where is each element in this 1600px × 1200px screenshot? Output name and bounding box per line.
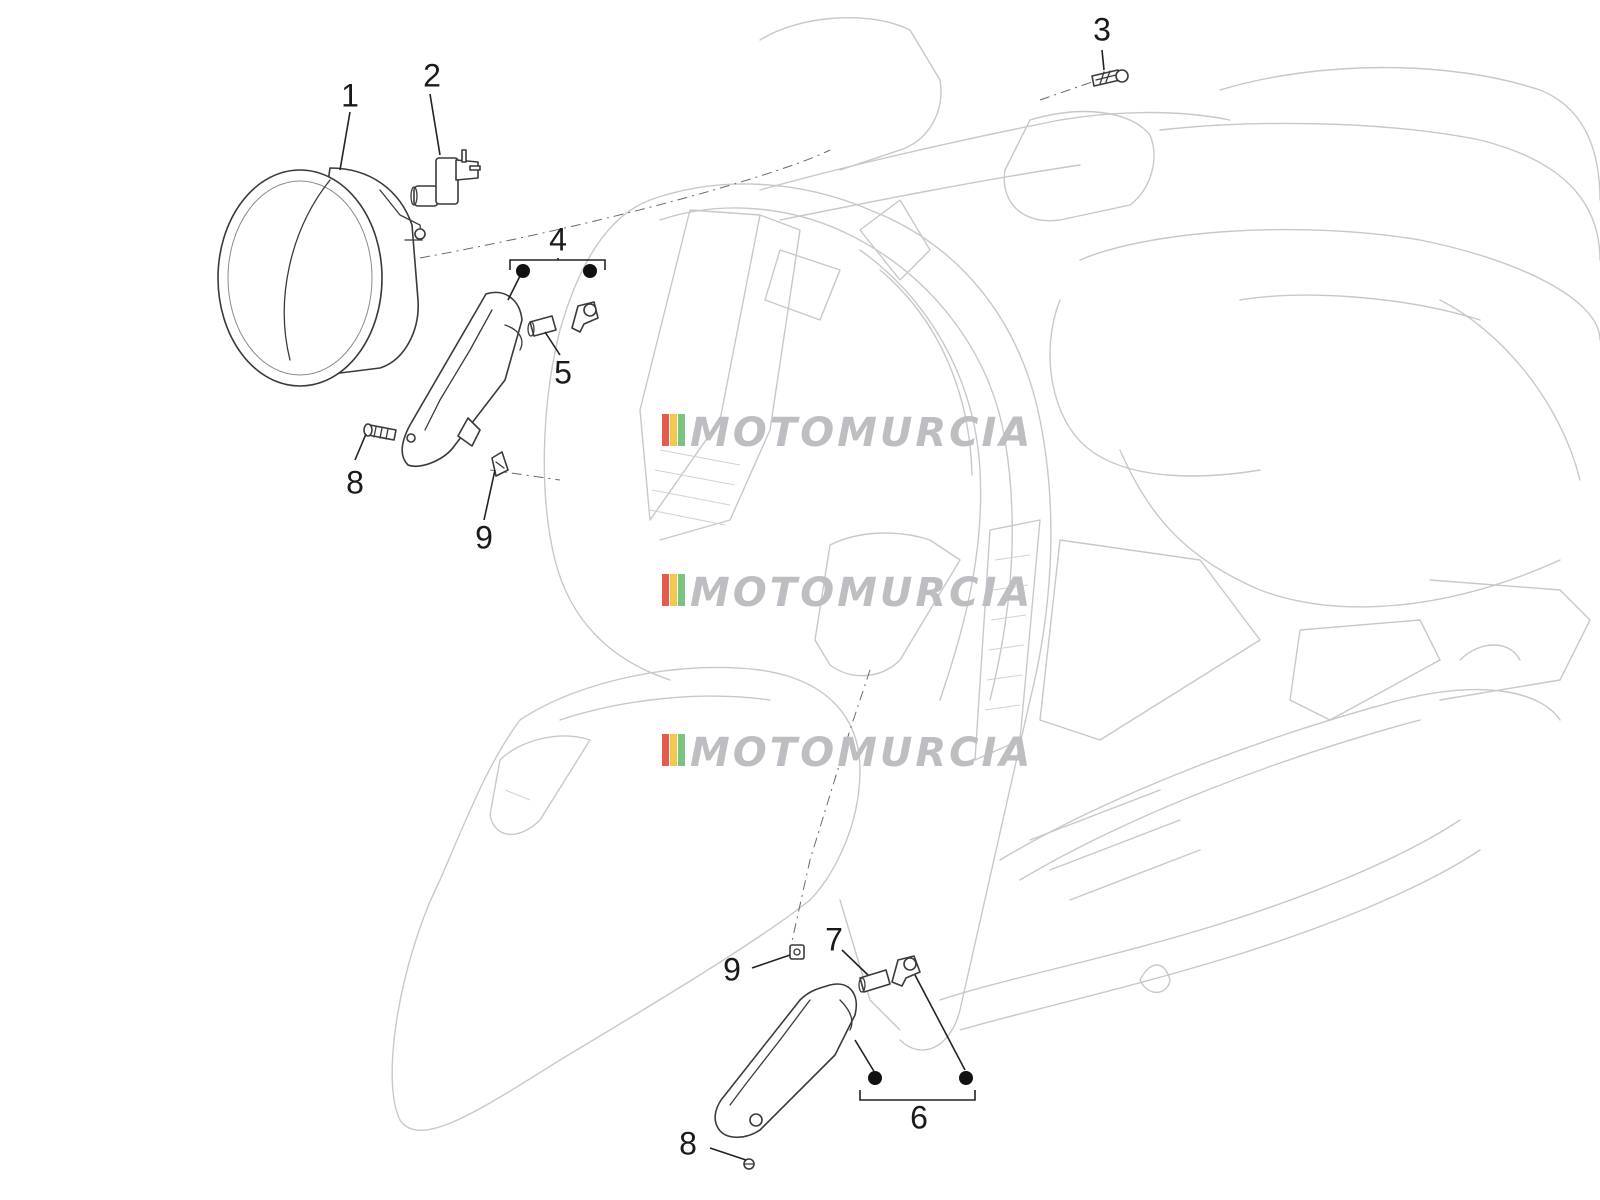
dot-6b xyxy=(959,1071,973,1085)
bracket-markers xyxy=(516,264,973,1085)
dot-6a xyxy=(868,1071,882,1085)
signal-socket-upper[interactable] xyxy=(571,301,599,333)
callout-8-lower: 8 xyxy=(679,1125,697,1161)
callout-5: 5 xyxy=(554,354,572,390)
callout-7: 7 xyxy=(825,921,843,957)
callout-2: 2 xyxy=(423,57,441,93)
watermark-text-2: MOTOMURCIA xyxy=(690,570,1033,616)
scooter-body-ghost xyxy=(391,17,1600,1131)
watermark-1: MOTOMURCIA xyxy=(662,410,1033,456)
assembly-lines xyxy=(419,81,1093,951)
turn-signal-front-upper[interactable] xyxy=(401,291,523,467)
callout-1: 1 xyxy=(341,77,359,113)
headlight-bulb[interactable] xyxy=(410,149,481,207)
callout-6: 6 xyxy=(910,1099,928,1135)
screw-3[interactable] xyxy=(1091,69,1129,87)
signal-bulb-upper[interactable] xyxy=(527,315,557,337)
callout-4: 4 xyxy=(549,221,567,257)
callout-3: 3 xyxy=(1093,11,1111,47)
leader-lines xyxy=(339,49,1105,1161)
clip-9-lower[interactable] xyxy=(789,944,805,960)
callout-8-upper: 8 xyxy=(346,464,364,500)
signal-bulb-lower[interactable] xyxy=(858,969,891,993)
dot-4b xyxy=(583,264,597,278)
screw-8-lower[interactable] xyxy=(743,1158,755,1170)
signal-socket-lower[interactable] xyxy=(891,955,921,987)
watermark-2: MOTOMURCIA xyxy=(662,570,1033,616)
headlight-unit[interactable] xyxy=(217,167,426,387)
watermark-text-3: MOTOMURCIA xyxy=(690,730,1033,776)
screw-8-upper[interactable] xyxy=(363,423,397,441)
dot-4a xyxy=(516,264,530,278)
watermark-text-1: MOTOMURCIA xyxy=(690,410,1033,456)
callout-9-lower: 9 xyxy=(723,951,741,987)
watermark-3: MOTOMURCIA xyxy=(662,730,1033,776)
turn-signal-front-lower[interactable] xyxy=(714,983,857,1139)
callout-labels: 1 2 3 4 5 8 9 9 7 6 8 xyxy=(341,11,1111,1161)
callout-9-upper: 9 xyxy=(475,519,493,555)
